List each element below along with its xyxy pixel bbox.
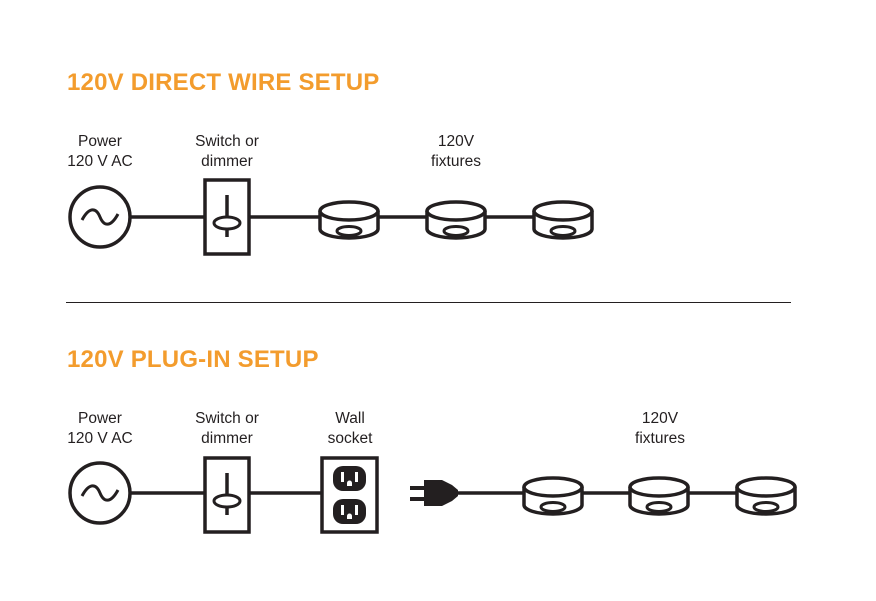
- switch-icon: [203, 456, 251, 534]
- pi-switch-label: Switch or dimmer: [195, 410, 259, 447]
- fixture-icon: [425, 200, 487, 240]
- section-divider: [66, 302, 791, 303]
- plug-icon: [410, 480, 458, 506]
- dw-power-label: Power 120 V AC: [67, 133, 133, 170]
- dw-fixtures-label: 120V fixtures: [431, 133, 481, 170]
- pi-fixtures-label: 120V fixtures: [635, 410, 685, 447]
- switch-icon: [203, 178, 251, 256]
- dw-switch-label: Switch or dimmer: [195, 133, 259, 170]
- wall-socket-icon: [320, 456, 379, 534]
- fixture-icon: [318, 200, 380, 240]
- fixture-icon: [532, 200, 594, 240]
- fixture-icon: [628, 476, 690, 516]
- pi-socket-label: Wall socket: [327, 410, 373, 447]
- ac-power-icon: [68, 461, 132, 525]
- fixture-icon: [522, 476, 584, 516]
- direct-wire-title: 120V DIRECT WIRE SETUP: [67, 69, 380, 96]
- plug-in-title: 120V PLUG-IN SETUP: [67, 346, 319, 373]
- fixture-icon: [735, 476, 797, 516]
- ac-power-icon: [68, 185, 132, 249]
- pi-power-label: Power 120 V AC: [67, 410, 133, 447]
